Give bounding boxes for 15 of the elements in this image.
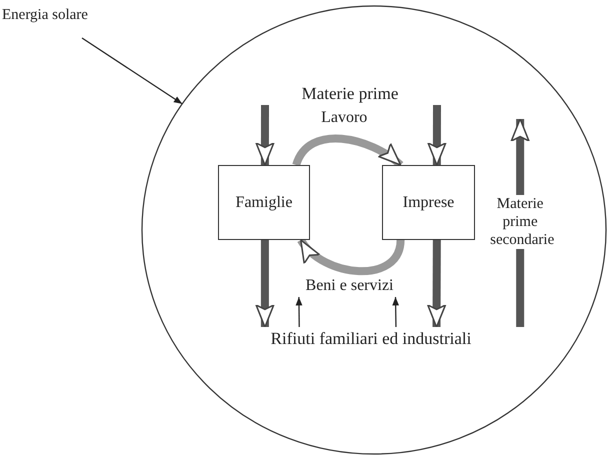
text-label: Rifiuti familiari ed industriali [215,327,527,351]
thick-arrow [427,240,446,328]
text-label: Energia solare [2,4,102,26]
curved-arrow [298,238,405,276]
text-label: Materie prime [250,83,450,105]
arrow [296,297,302,327]
thick-arrow [427,104,446,166]
process-box: Imprese [382,165,475,240]
arrow [82,38,183,104]
thick-arrow [255,240,274,328]
text-label: Beni e servizi [292,275,407,297]
thick-arrow [255,105,275,166]
circle-boundary [141,5,607,455]
process-box: Famiglie [218,165,310,240]
arrow [392,297,399,327]
